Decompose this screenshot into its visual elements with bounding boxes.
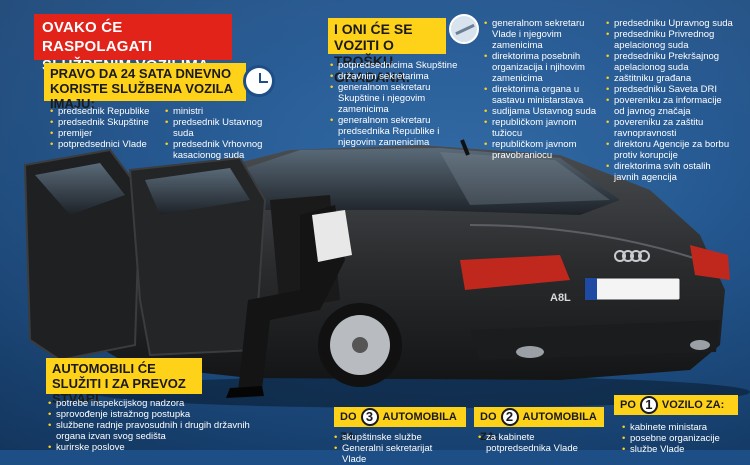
car-windows bbox=[240, 148, 620, 215]
count-suffix: VOZILO ZA: bbox=[661, 399, 725, 411]
clock-icon bbox=[243, 65, 275, 97]
list-item: premijer bbox=[50, 128, 162, 139]
list-goods: potrebe inspekcijskog nadzora sprovođenj… bbox=[48, 398, 278, 453]
list-item: sudijama Ustavnog suda bbox=[484, 106, 602, 117]
list-item: potpredsednici Vlade bbox=[50, 139, 162, 150]
door-window-rear bbox=[145, 168, 250, 215]
list-item: generalnom sekretaru Skupštine i njegovi… bbox=[330, 82, 470, 115]
car-illustration bbox=[23, 139, 750, 408]
list-count-3: skupštinske službe Generalni sekretarija… bbox=[334, 432, 454, 465]
list-item: državnim sekretarima bbox=[330, 71, 470, 82]
door-window-front bbox=[35, 163, 125, 215]
list-item: republičkom javnom pravobraniocu bbox=[484, 139, 602, 161]
open-door-front bbox=[23, 148, 142, 362]
list-item: predsedniku Upravnog suda bbox=[606, 18, 734, 29]
list-item: republičkom javnom tužiocu bbox=[484, 117, 602, 139]
car-model-badge-text: A8L bbox=[550, 292, 571, 304]
rear-window bbox=[440, 152, 610, 205]
count-prefix: DO bbox=[340, 411, 357, 423]
box-cost-title: I ONI ĆE SE VOZITI O TROŠKU GRAĐANA: bbox=[328, 18, 446, 85]
list-item: povereniku za informacije od javnog znač… bbox=[606, 95, 734, 117]
list-item: predsednik Ustavnog suda bbox=[165, 117, 275, 139]
exhaust-right bbox=[690, 340, 710, 350]
list-item: zaštitniku građana bbox=[606, 73, 734, 84]
list-item: skupštinske službe bbox=[334, 432, 454, 443]
list-item: generalnom sekretaru predsednika Republi… bbox=[330, 115, 470, 148]
list-item: predsedniku Prekršajnog apelacionog suda bbox=[606, 51, 734, 73]
list-item: direktoru Agencije za borbu protiv korup… bbox=[606, 139, 734, 161]
passenger-shirt bbox=[312, 210, 352, 262]
list-item: predsednik Vrhovnog kasacionog suda bbox=[165, 139, 275, 161]
list-item: generalnom sekretaru Vlade i njegovim za… bbox=[484, 18, 602, 51]
list-count-2: za kabinete potpredsednika Vlade bbox=[478, 432, 598, 454]
list-item: predsednik Skupštine bbox=[50, 117, 162, 128]
list-24h-right: ministri predsednik Ustavnog suda predse… bbox=[165, 106, 275, 161]
list-item: kurirske poslove bbox=[48, 442, 278, 453]
list-cost-2: generalnom sekretaru Vlade i njegovim za… bbox=[484, 18, 602, 161]
list-cost-1: potpredsednicima Skupštine državnim sekr… bbox=[330, 60, 470, 148]
box-24h-title: PRAVO DA 24 SATA DNEVNO KORISTE SLUŽBENA… bbox=[44, 63, 246, 111]
coin-icon bbox=[449, 14, 479, 44]
list-item: direktorima svih ostalih javnih agencija bbox=[606, 161, 734, 183]
page-title: OVAKO ĆE RASPOLAGATI SLUŽBENIM VOZILIMA bbox=[34, 14, 232, 74]
list-item: potrebe inspekcijskog nadzora bbox=[48, 398, 278, 409]
list-item: za kabinete potpredsednika Vlade bbox=[478, 432, 598, 454]
count-number: 3 bbox=[360, 408, 379, 427]
list-count-1: kabinete ministara posebne organizacije … bbox=[622, 422, 732, 455]
count-number: 1 bbox=[639, 396, 658, 415]
list-item: potpredsednicima Skupštine bbox=[330, 60, 470, 71]
trunk-line bbox=[469, 224, 716, 266]
list-item: Generalni sekretarijat Vlade bbox=[334, 443, 454, 465]
list-item: sprovođenje istražnog postupka bbox=[48, 409, 278, 420]
list-item: direktorima posebnih organizacija i njih… bbox=[484, 51, 602, 84]
list-item: ministri bbox=[165, 106, 275, 117]
list-item: povereniku za zaštitu ravnopravnosti bbox=[606, 117, 734, 139]
list-item: predsedniku Saveta DRI bbox=[606, 84, 734, 95]
brand-rings-icon bbox=[614, 250, 650, 262]
count-number: 2 bbox=[500, 408, 519, 427]
list-cost-3: predsedniku Upravnog suda predsedniku Pr… bbox=[606, 18, 734, 183]
car-model-badge: A8L bbox=[550, 292, 571, 304]
box-goods-title: AUTOMOBILI ĆE SLUŽITI I ZA PREVOZ STVARI bbox=[46, 358, 202, 406]
list-item: predsedniku Privrednog apelacionog suda bbox=[606, 29, 734, 51]
list-item: predsednik Republike bbox=[50, 106, 162, 117]
list-item: posebne organizacije bbox=[622, 433, 732, 444]
tail-light-left bbox=[460, 255, 570, 290]
count-prefix: PO bbox=[620, 399, 636, 411]
list-item: direktorima organa u sastavu ministarsta… bbox=[484, 84, 602, 106]
license-plate-flag bbox=[585, 278, 597, 300]
list-24h-left: predsednik Republike predsednik Skupštin… bbox=[50, 106, 162, 150]
count-prefix: DO bbox=[480, 411, 497, 423]
list-item: kabinete ministara bbox=[622, 422, 732, 433]
tail-light-right bbox=[690, 245, 730, 280]
passenger-shoe bbox=[226, 386, 264, 398]
exhaust-left bbox=[516, 346, 544, 358]
list-item: službene radnje pravosudnih i drugih drž… bbox=[48, 420, 278, 442]
